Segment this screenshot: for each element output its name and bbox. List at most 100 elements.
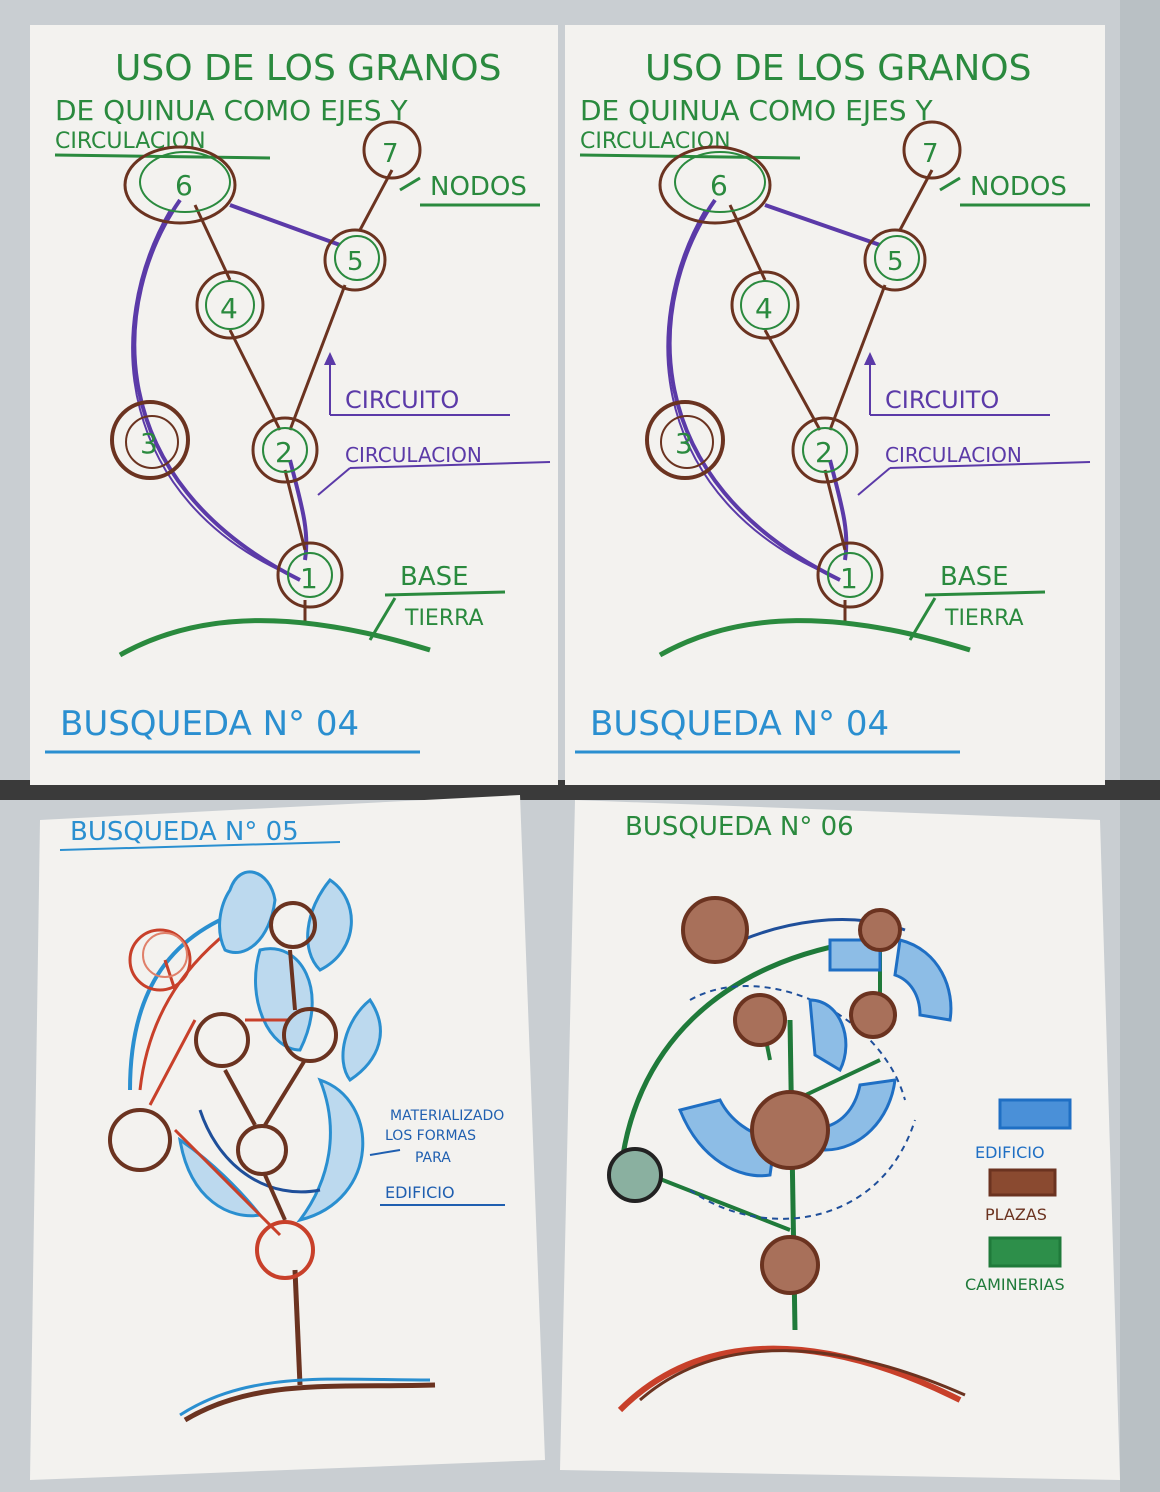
camineria-path xyxy=(794,1058,881,1102)
circulation-path xyxy=(828,459,849,561)
plaza-circle xyxy=(849,991,897,1039)
circulacion-underline xyxy=(889,461,1091,469)
legend-swatch-plazas xyxy=(988,1168,1057,1197)
node-2: 2 xyxy=(791,416,859,484)
plaza-circle xyxy=(858,908,902,952)
title-underline xyxy=(579,153,801,160)
circuito-label: CIRCUITO xyxy=(885,386,999,414)
ground-line xyxy=(658,618,971,658)
sheet-title: BUSQUEDA N° 05 xyxy=(70,817,299,847)
note-line-2: LOS FORMAS xyxy=(385,1128,476,1144)
circulacion-arrow xyxy=(857,467,891,496)
sheet-top-right: USO DE LOS GRANOS DE QUINUA COMO EJES Y … xyxy=(565,25,1105,785)
plaza-circle xyxy=(681,896,749,964)
plaza-circle xyxy=(760,1235,820,1295)
axis-line xyxy=(828,284,887,431)
circulation-path xyxy=(288,459,309,561)
arrow-head xyxy=(324,352,336,365)
node-label: 3 xyxy=(675,427,693,460)
axis-line xyxy=(898,169,934,231)
legend-swatch-caminerias xyxy=(988,1236,1062,1268)
node-circle xyxy=(142,932,188,978)
title-line-2: DE QUINUA COMO EJES Y xyxy=(55,94,408,127)
note-line-1: MATERIALIZADO xyxy=(390,1108,504,1124)
nodos-arrow xyxy=(399,176,421,192)
circulacion-label: CIRCULACION xyxy=(345,443,482,467)
sheet-title: BUSQUEDA N° 06 xyxy=(625,812,854,842)
base-label: BASE xyxy=(400,562,469,592)
legend: EDIFICIO PLAZAS CAMINERIAS xyxy=(965,1098,1072,1294)
node-label: 6 xyxy=(175,169,193,202)
node-label: 1 xyxy=(840,562,858,595)
branch xyxy=(148,1019,197,1106)
camineria-path xyxy=(617,937,871,1181)
branch xyxy=(223,1069,257,1126)
title-line-3: CIRCULACION xyxy=(580,129,731,154)
sheet-top-left: USO DE LOS GRANOS DE QUINUA COMO EJES Y … xyxy=(30,25,558,785)
node-2: 2 xyxy=(251,416,319,484)
plaza-circle xyxy=(733,993,787,1047)
title-line-3: CIRCULACION xyxy=(55,129,206,154)
camineria-path xyxy=(649,1173,791,1232)
note-line-4: EDIFICIO xyxy=(385,1183,455,1202)
ground-line xyxy=(617,1345,962,1413)
branch xyxy=(163,959,177,991)
note-line-3: PARA xyxy=(415,1150,451,1166)
ground-line xyxy=(179,1377,431,1417)
nodos-label: NODOS xyxy=(430,172,527,202)
node-label: 4 xyxy=(755,292,773,325)
circulation-path xyxy=(132,198,301,582)
branch xyxy=(263,1174,287,1221)
node-circle xyxy=(236,1124,288,1176)
node-3: 3 xyxy=(645,400,725,480)
branch xyxy=(263,1058,307,1127)
circulation-path xyxy=(229,203,341,247)
ground-line xyxy=(183,1382,436,1423)
node-circle xyxy=(194,1012,250,1068)
ground-line xyxy=(118,618,431,658)
node-circle xyxy=(128,928,192,992)
base-underline xyxy=(924,590,1046,597)
circulacion-label: CIRCULACION xyxy=(885,443,1022,467)
leaf-shapes xyxy=(177,870,382,1223)
circulation-path xyxy=(131,209,291,576)
ground-line xyxy=(639,1349,966,1402)
node-1: 1 xyxy=(276,541,344,609)
node-7: 7 xyxy=(362,120,422,180)
circulation-path xyxy=(764,203,881,247)
title-line-1: USO DE LOS GRANOS xyxy=(115,48,502,89)
node-circle xyxy=(108,1108,172,1172)
node-label: 4 xyxy=(220,292,238,325)
node-3: 3 xyxy=(110,400,190,480)
edificio-shapes xyxy=(677,938,953,1178)
footer-title: BUSQUEDA N° 04 xyxy=(590,704,889,744)
title-underline xyxy=(59,841,341,851)
node-5: 5 xyxy=(863,228,927,292)
nodos-label: NODOS xyxy=(970,172,1067,202)
plaza-circle xyxy=(750,1090,830,1170)
arrow-head xyxy=(864,352,876,365)
circulacion-arrow xyxy=(317,467,351,496)
axis-line xyxy=(288,284,347,431)
paper xyxy=(30,795,545,1480)
node-7: 7 xyxy=(902,120,962,180)
legend-label-caminerias: CAMINERIAS xyxy=(965,1275,1065,1294)
trunk xyxy=(292,1269,303,1386)
branch xyxy=(288,949,297,1011)
sheet-bottom-left: BUSQUEDA N° 05 xyxy=(30,795,545,1480)
note-arrow xyxy=(369,1149,401,1156)
axis-line xyxy=(193,204,232,281)
node-label: 7 xyxy=(922,139,939,169)
axis-line xyxy=(763,329,822,431)
legend-label-plazas: PLAZAS xyxy=(985,1205,1047,1224)
node-circle xyxy=(269,901,317,949)
node-label: 2 xyxy=(275,436,293,469)
dashed-path xyxy=(689,985,906,1101)
node-4: 4 xyxy=(730,270,800,340)
circulation-path xyxy=(666,209,831,576)
paper xyxy=(30,25,558,785)
node-label: 2 xyxy=(815,436,833,469)
node-label: 5 xyxy=(887,247,904,277)
axis-line xyxy=(228,329,282,431)
